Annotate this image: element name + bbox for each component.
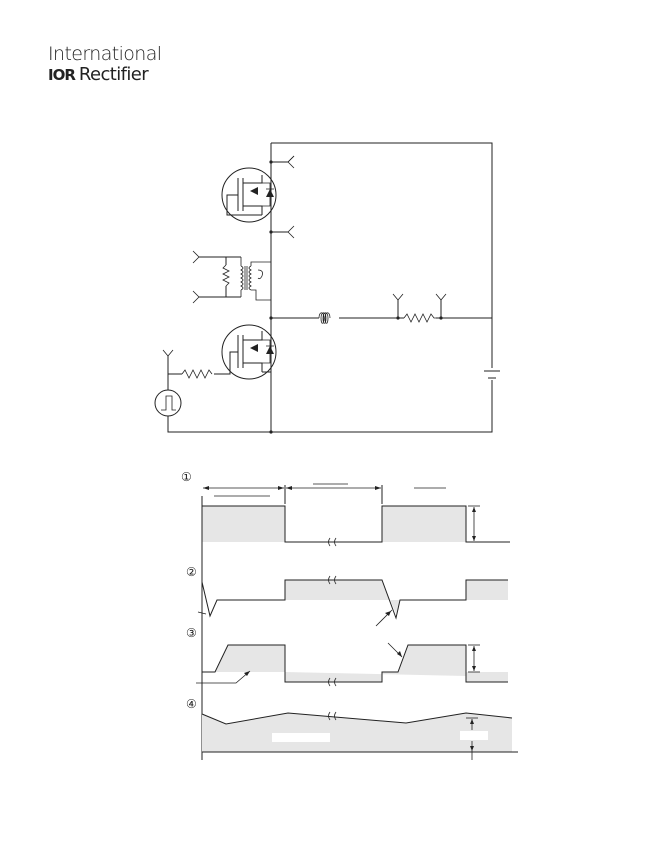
waveform-3-marker: ③ [186,626,197,640]
logo-ior-mark: IOR [48,65,76,84]
gate-resistor [167,369,213,390]
waveform-3: ③ [186,626,508,687]
output-inductor [318,312,339,324]
company-logo: International IOR Rectifier [48,43,162,85]
logo-text-international: International [48,43,162,65]
waveform-1: ① [181,470,510,760]
logo-text-rectifier: Rectifier [78,64,149,85]
junction-dots [269,160,443,434]
waveform-2-marker: ② [186,565,197,579]
waveform-4: ④ [186,697,518,760]
waveforms: ① ② [181,470,518,760]
pulse-source [154,389,182,417]
waveform-2: ② [186,565,508,627]
waveform-4-marker: ④ [186,697,197,711]
lower-mosfet [214,324,277,380]
sense-resistor [403,312,436,324]
terminal-taps [162,155,447,372]
supply-battery [484,368,500,380]
gate-drive-transformer [192,250,271,304]
circuit-diagram [154,142,500,434]
upper-mosfet [221,167,277,223]
waveform-1-marker: ① [181,470,192,484]
outer-loop-wire [167,142,493,433]
